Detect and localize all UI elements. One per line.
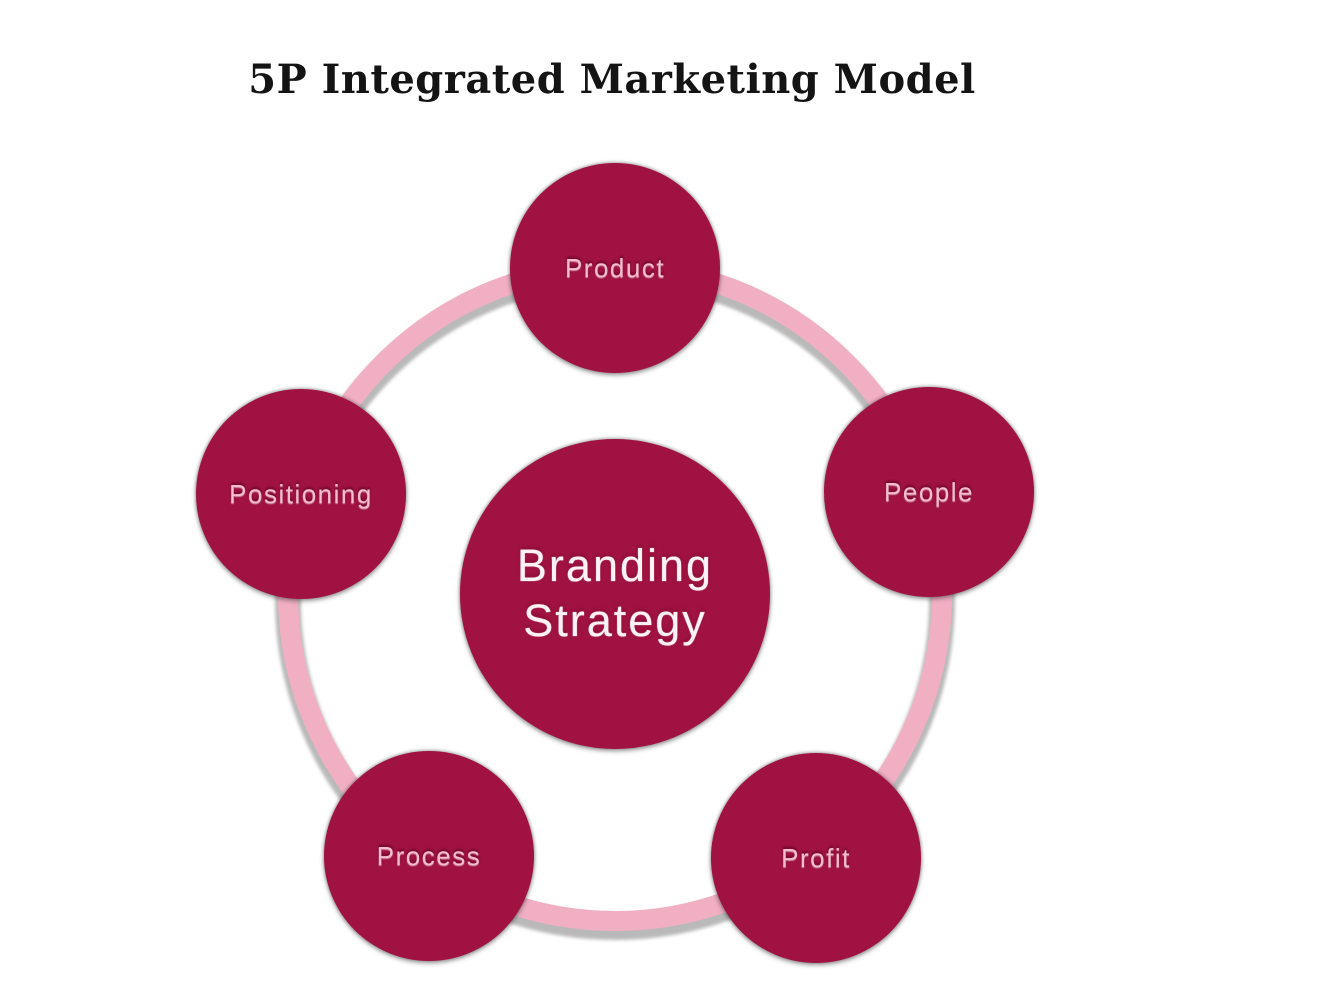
node-profit-label: Profit: [781, 842, 851, 873]
node-positioning-label: Positioning: [229, 478, 373, 509]
node-profit: Profit: [711, 753, 921, 963]
center-hub-label-line2: Strategy: [523, 595, 707, 646]
node-people: People: [824, 387, 1034, 597]
node-center-hub: Branding Strategy: [460, 439, 770, 749]
node-positioning: Positioning: [196, 389, 406, 599]
diagram-title: 5P Integrated Marketing Model: [248, 56, 976, 103]
node-process-label: Process: [376, 840, 482, 871]
node-product-label: Product: [564, 252, 666, 283]
center-hub-label-line1: Branding: [516, 540, 714, 592]
node-process: Process: [324, 751, 534, 961]
node-product: Product: [510, 163, 720, 373]
node-people-label: People: [884, 476, 974, 507]
